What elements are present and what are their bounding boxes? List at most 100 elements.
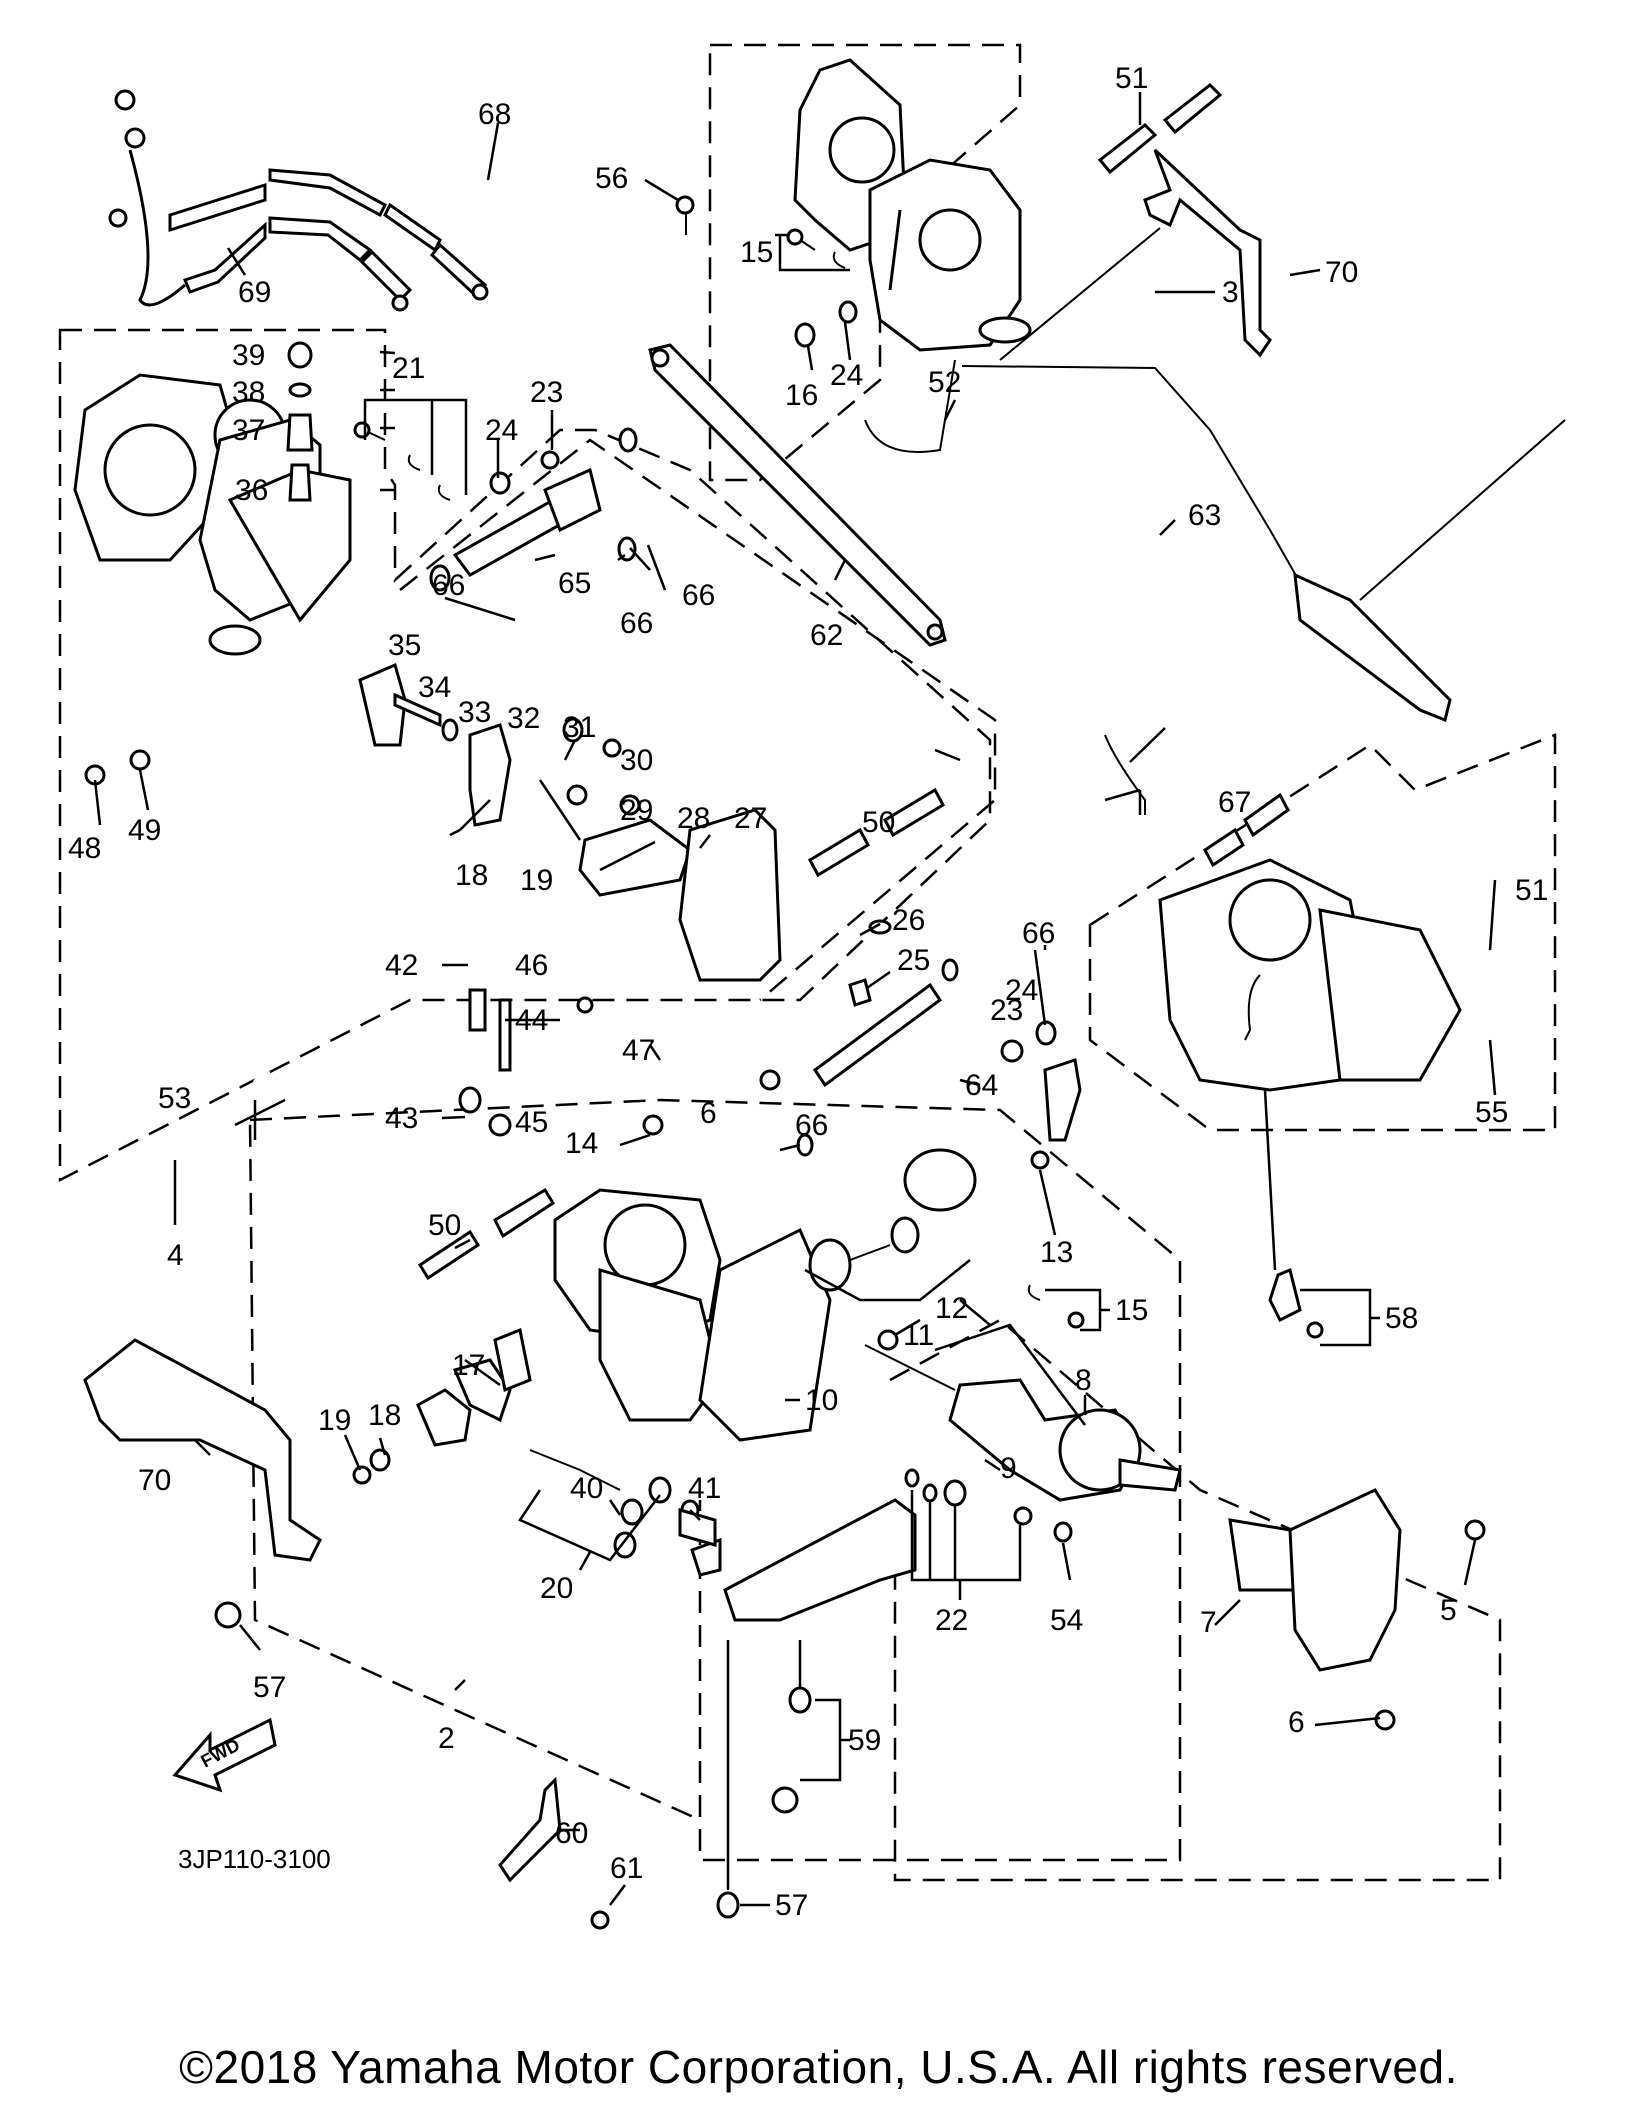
- part-code: 3JP110-3100: [178, 1844, 331, 1874]
- callout-66: 66: [1022, 917, 1055, 950]
- callout-45: 45: [515, 1106, 548, 1139]
- callout-62: 62: [810, 619, 843, 652]
- screws-15-lower: [1027, 1284, 1085, 1329]
- callout-70: 70: [1325, 256, 1358, 289]
- callout-24: 24: [485, 414, 518, 447]
- callout-24: 24: [830, 359, 863, 392]
- callout-66: 66: [620, 607, 653, 640]
- callout-70: 70: [138, 1464, 171, 1497]
- callout-25: 25: [897, 944, 930, 977]
- screws-59: [771, 1686, 812, 1814]
- callout-5: 5: [1440, 1594, 1457, 1627]
- screws-48-49: [84, 749, 151, 786]
- screw-6-mid: [759, 1069, 781, 1091]
- screw-16: [794, 322, 816, 348]
- callout-34: 34: [418, 671, 451, 704]
- callout-55: 55: [1475, 1096, 1508, 1129]
- hose-51-right: [1203, 792, 1290, 868]
- carburetor-4: [73, 373, 352, 656]
- callout-65: 65: [558, 567, 591, 600]
- o-rings-66: [429, 427, 638, 592]
- parts-42-46: [458, 988, 594, 1137]
- callout-18: 18: [368, 1399, 401, 1432]
- callout-64: 64: [965, 1069, 998, 1102]
- callout-40: 40: [570, 1472, 603, 1505]
- screw-6-lower: [1374, 1709, 1396, 1731]
- piston-assembly-12: [808, 1148, 977, 1292]
- callout-21: 21: [392, 352, 425, 385]
- callout-33: 33: [458, 696, 491, 729]
- callout-50: 50: [428, 1209, 461, 1242]
- carburetor-2: [553, 1188, 832, 1442]
- callout-17: 17: [452, 1349, 485, 1382]
- screw-14: [642, 1114, 664, 1136]
- lever-58: [1268, 1267, 1324, 1339]
- assembly-boundary-50-group: [399, 438, 997, 1001]
- callout-30: 30: [620, 744, 653, 777]
- callout-43: 43: [385, 1102, 418, 1135]
- callout-27: 27: [734, 802, 767, 835]
- callout-13: 13: [1040, 1236, 1073, 1269]
- screw-23-left: [540, 450, 560, 470]
- callout-31: 31: [563, 711, 596, 744]
- callout-38: 38: [232, 376, 265, 409]
- washer-24-upper: [838, 300, 858, 324]
- screw-57-upper-left: [214, 1601, 242, 1629]
- callout-6: 6: [1288, 1706, 1305, 1739]
- throttle-cable-68: [168, 168, 489, 301]
- callout-8: 8: [1075, 1364, 1092, 1397]
- callout-29: 29: [620, 794, 653, 827]
- callout-39: 39: [232, 339, 265, 372]
- callout-51: 51: [1515, 874, 1548, 907]
- callout-58: 58: [1385, 1302, 1418, 1335]
- carburetor-right: [1158, 858, 1462, 1092]
- callout-50: 50: [862, 806, 895, 839]
- callout-69: 69: [238, 276, 271, 309]
- callout-63: 63: [1188, 499, 1221, 532]
- parts-27-35-group: [358, 662, 782, 982]
- pipe-64: [812, 982, 943, 1088]
- callout-16: 16: [785, 379, 818, 412]
- callout-labels: 68 69 56 51 15 3 70 16 24 52 39 38 37 36…: [68, 62, 1548, 1922]
- callout-26: 26: [892, 904, 925, 937]
- link-rod-63: [961, 227, 1566, 723]
- fuel-bowl-bracket: [723, 1498, 917, 1622]
- assembly-boundary-lower-right: [889, 1318, 1502, 1882]
- callout-41: 41: [688, 1472, 721, 1505]
- bracket-60: [498, 1776, 562, 1883]
- callout-54: 54: [1050, 1604, 1083, 1637]
- hose-50-upper: [808, 787, 945, 878]
- bracket-70-upper: [1143, 148, 1272, 358]
- callout-42: 42: [385, 949, 418, 982]
- assembly-boundary-3: [708, 43, 1022, 482]
- callout-23: 23: [530, 376, 563, 409]
- callout-67: 67: [1218, 786, 1251, 819]
- washer-54: [1053, 1521, 1073, 1543]
- vent-hose-53: [156, 946, 289, 1146]
- screw-11: [877, 1329, 899, 1351]
- callout-19: 19: [520, 864, 553, 897]
- screw-5: [1464, 1519, 1486, 1541]
- callout-6: 6: [700, 1097, 717, 1130]
- fuel-hose-52: [864, 359, 956, 453]
- carburetor-3: [793, 58, 1032, 352]
- callout-7: 7: [1200, 1606, 1217, 1639]
- diaphragm-chamber-9: [948, 1378, 1182, 1502]
- callout-14: 14: [565, 1127, 598, 1160]
- throttle-cable-69: [108, 89, 413, 312]
- callout-66: 66: [682, 579, 715, 612]
- callout-18: 18: [455, 859, 488, 892]
- fwd-arrow-icon: FWD: [172, 1717, 277, 1793]
- callout-15: 15: [1115, 1294, 1148, 1327]
- cover-7: [1288, 1488, 1402, 1672]
- callout-36: 36: [235, 474, 268, 507]
- callout-46: 46: [515, 949, 548, 982]
- callout-59: 59: [848, 1724, 881, 1757]
- callout-15: 15: [740, 236, 773, 269]
- callout-68: 68: [478, 98, 511, 131]
- callout-44: 44: [515, 1004, 548, 1037]
- callout-9: 9: [1000, 1452, 1017, 1485]
- callout-52: 52: [928, 366, 961, 399]
- needle-8: [864, 1344, 956, 1391]
